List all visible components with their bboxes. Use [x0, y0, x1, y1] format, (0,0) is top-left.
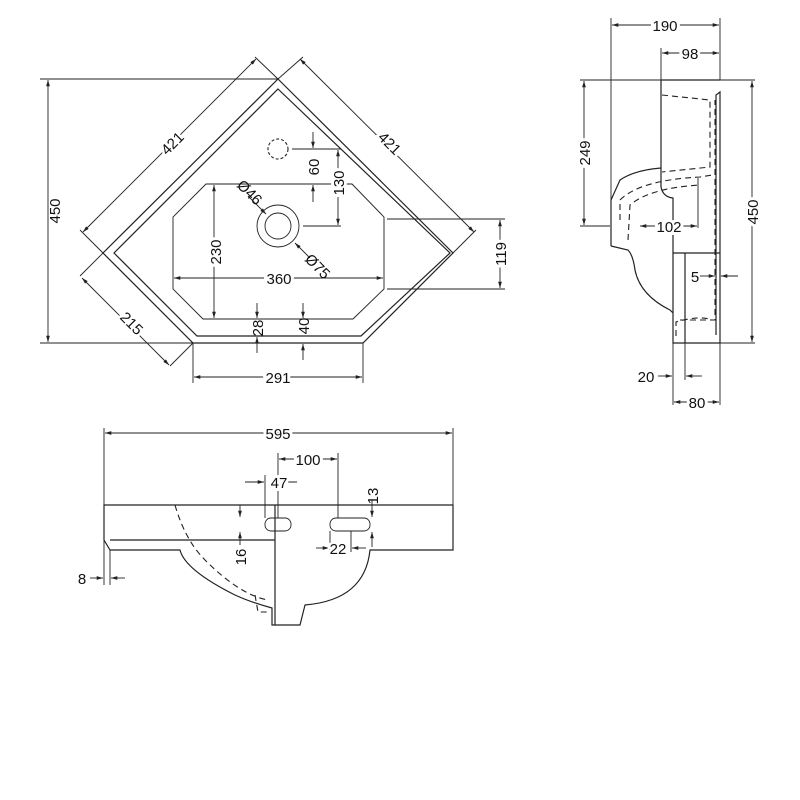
dim-13: 13 [365, 488, 382, 505]
dim-40: 40 [296, 318, 313, 335]
dim-22: 22 [330, 541, 347, 558]
front-view: 595 100 47 13 16 22 8 [78, 423, 454, 626]
dim-360: 360 [266, 271, 291, 288]
dim-60: 60 [306, 159, 323, 176]
dim-20: 20 [638, 369, 655, 386]
side-view: 190 98 249 450 102 5 20 80 [574, 15, 765, 415]
dim-130: 130 [331, 170, 348, 195]
waste-inner-circle [264, 212, 292, 240]
dim-98: 98 [682, 46, 699, 63]
bowl-outline [172, 183, 385, 320]
front-profile [103, 504, 454, 626]
tap-hole [267, 138, 289, 160]
dim-249: 249 [577, 140, 594, 165]
dim-28: 28 [250, 320, 267, 337]
dim-421-left: 421 [158, 129, 188, 159]
dim-450: 450 [47, 198, 64, 223]
waste-outer-circle [256, 204, 300, 248]
dim-190: 190 [652, 18, 677, 35]
dim-16: 16 [233, 549, 250, 566]
side-profile [610, 79, 721, 344]
top-view: 450 421 421 215 291 360 230 119 60 130 Ø… [40, 56, 513, 390]
dim-450-side: 450 [745, 199, 762, 224]
dim-421-right: 421 [374, 129, 404, 159]
dim-102: 102 [656, 219, 681, 236]
dim-595: 595 [265, 426, 290, 443]
dim-100: 100 [295, 452, 320, 469]
dim-215: 215 [116, 309, 146, 339]
tap-hole-front [329, 517, 371, 532]
overflow-slot [264, 517, 292, 532]
dim-47: 47 [271, 475, 288, 492]
dim-80: 80 [689, 395, 706, 412]
dim-119: 119 [493, 242, 510, 266]
dim-5: 5 [691, 269, 699, 286]
dim-dia-46: Ø46 [233, 177, 265, 209]
dim-230: 230 [208, 239, 225, 264]
dim-8: 8 [78, 571, 86, 588]
dim-291: 291 [265, 370, 290, 387]
basin-rim [113, 88, 451, 337]
